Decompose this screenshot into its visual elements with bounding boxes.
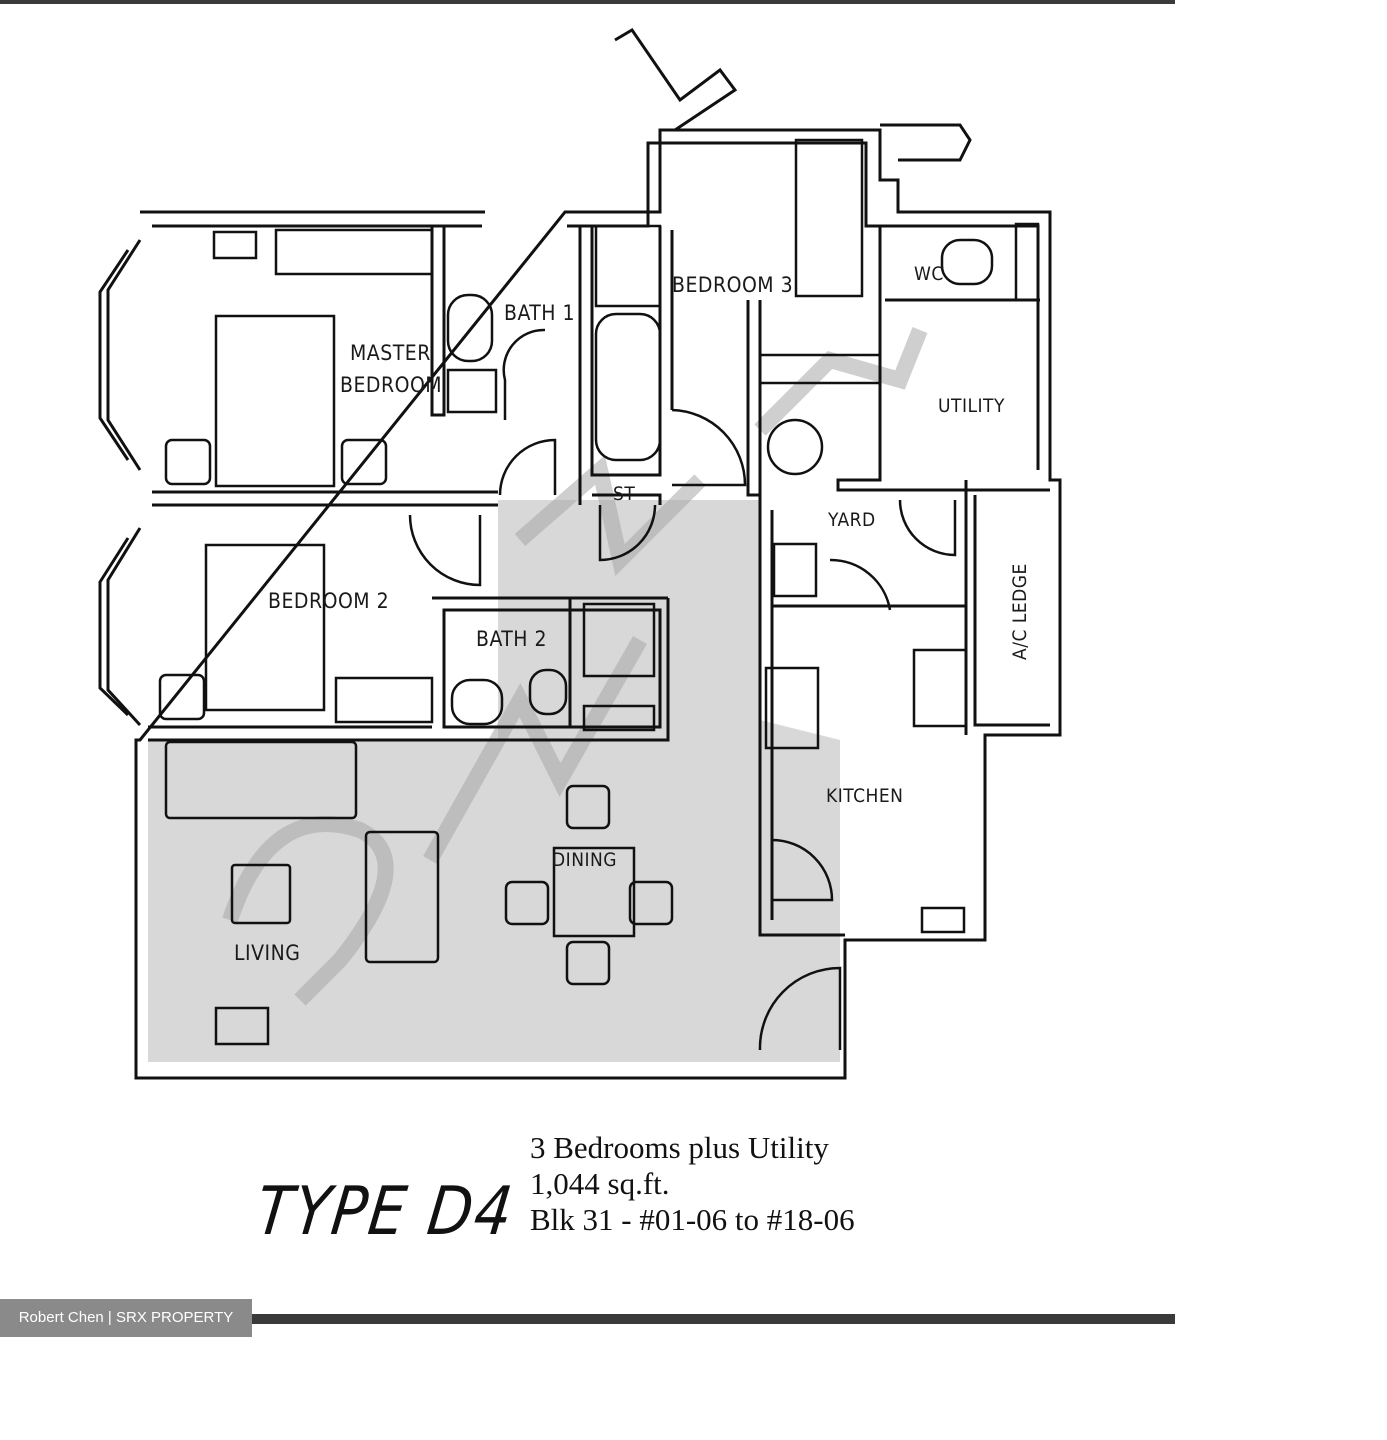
unit-type-title: TYPE D4 <box>252 1172 519 1251</box>
st-label: ST <box>613 483 635 505</box>
dining-label: DINING <box>552 849 617 871</box>
bay-windows <box>98 239 142 727</box>
unit-info-bedrooms: 3 Bedrooms plus Utility <box>530 1130 829 1165</box>
floor-plan: MASTER BEDROOM BATH 1 BEDROOM 3 WC UTILI… <box>98 27 1062 1080</box>
master-bedroom-label-2: BEDROOM <box>340 373 442 397</box>
shaded-zone <box>148 500 840 1062</box>
agent-credit: Robert Chen | SRX PROPERTY <box>0 1299 252 1337</box>
unit-info-block: Blk 31 - #01-06 to #18-06 <box>530 1202 855 1237</box>
kitchen-label: KITCHEN <box>826 785 903 807</box>
door-swings <box>408 328 957 1051</box>
bedroom3-label: BEDROOM 3 <box>672 273 793 297</box>
unit-info-area: 1,044 sq.ft. <box>530 1166 670 1201</box>
unit-info: 3 Bedrooms plus Utility 1,044 sq.ft. Blk… <box>530 1130 855 1238</box>
master-bedroom-label-1: MASTER <box>350 341 431 365</box>
yard-label: YARD <box>827 509 876 531</box>
bedroom2-label: BEDROOM 2 <box>268 589 389 613</box>
bath1-label: BATH 1 <box>504 301 575 325</box>
living-label: LIVING <box>234 941 300 965</box>
top-rule <box>0 0 1175 4</box>
ledge <box>614 27 972 162</box>
wc-label: WC <box>914 263 944 285</box>
bath2-label: BATH 2 <box>476 627 547 651</box>
utility-label: UTILITY <box>938 395 1005 417</box>
bottom-rule <box>252 1314 1175 1324</box>
furniture <box>158 138 1040 1046</box>
ac-ledge-label: A/C LEDGE <box>1009 563 1031 660</box>
walls <box>134 128 1062 1080</box>
